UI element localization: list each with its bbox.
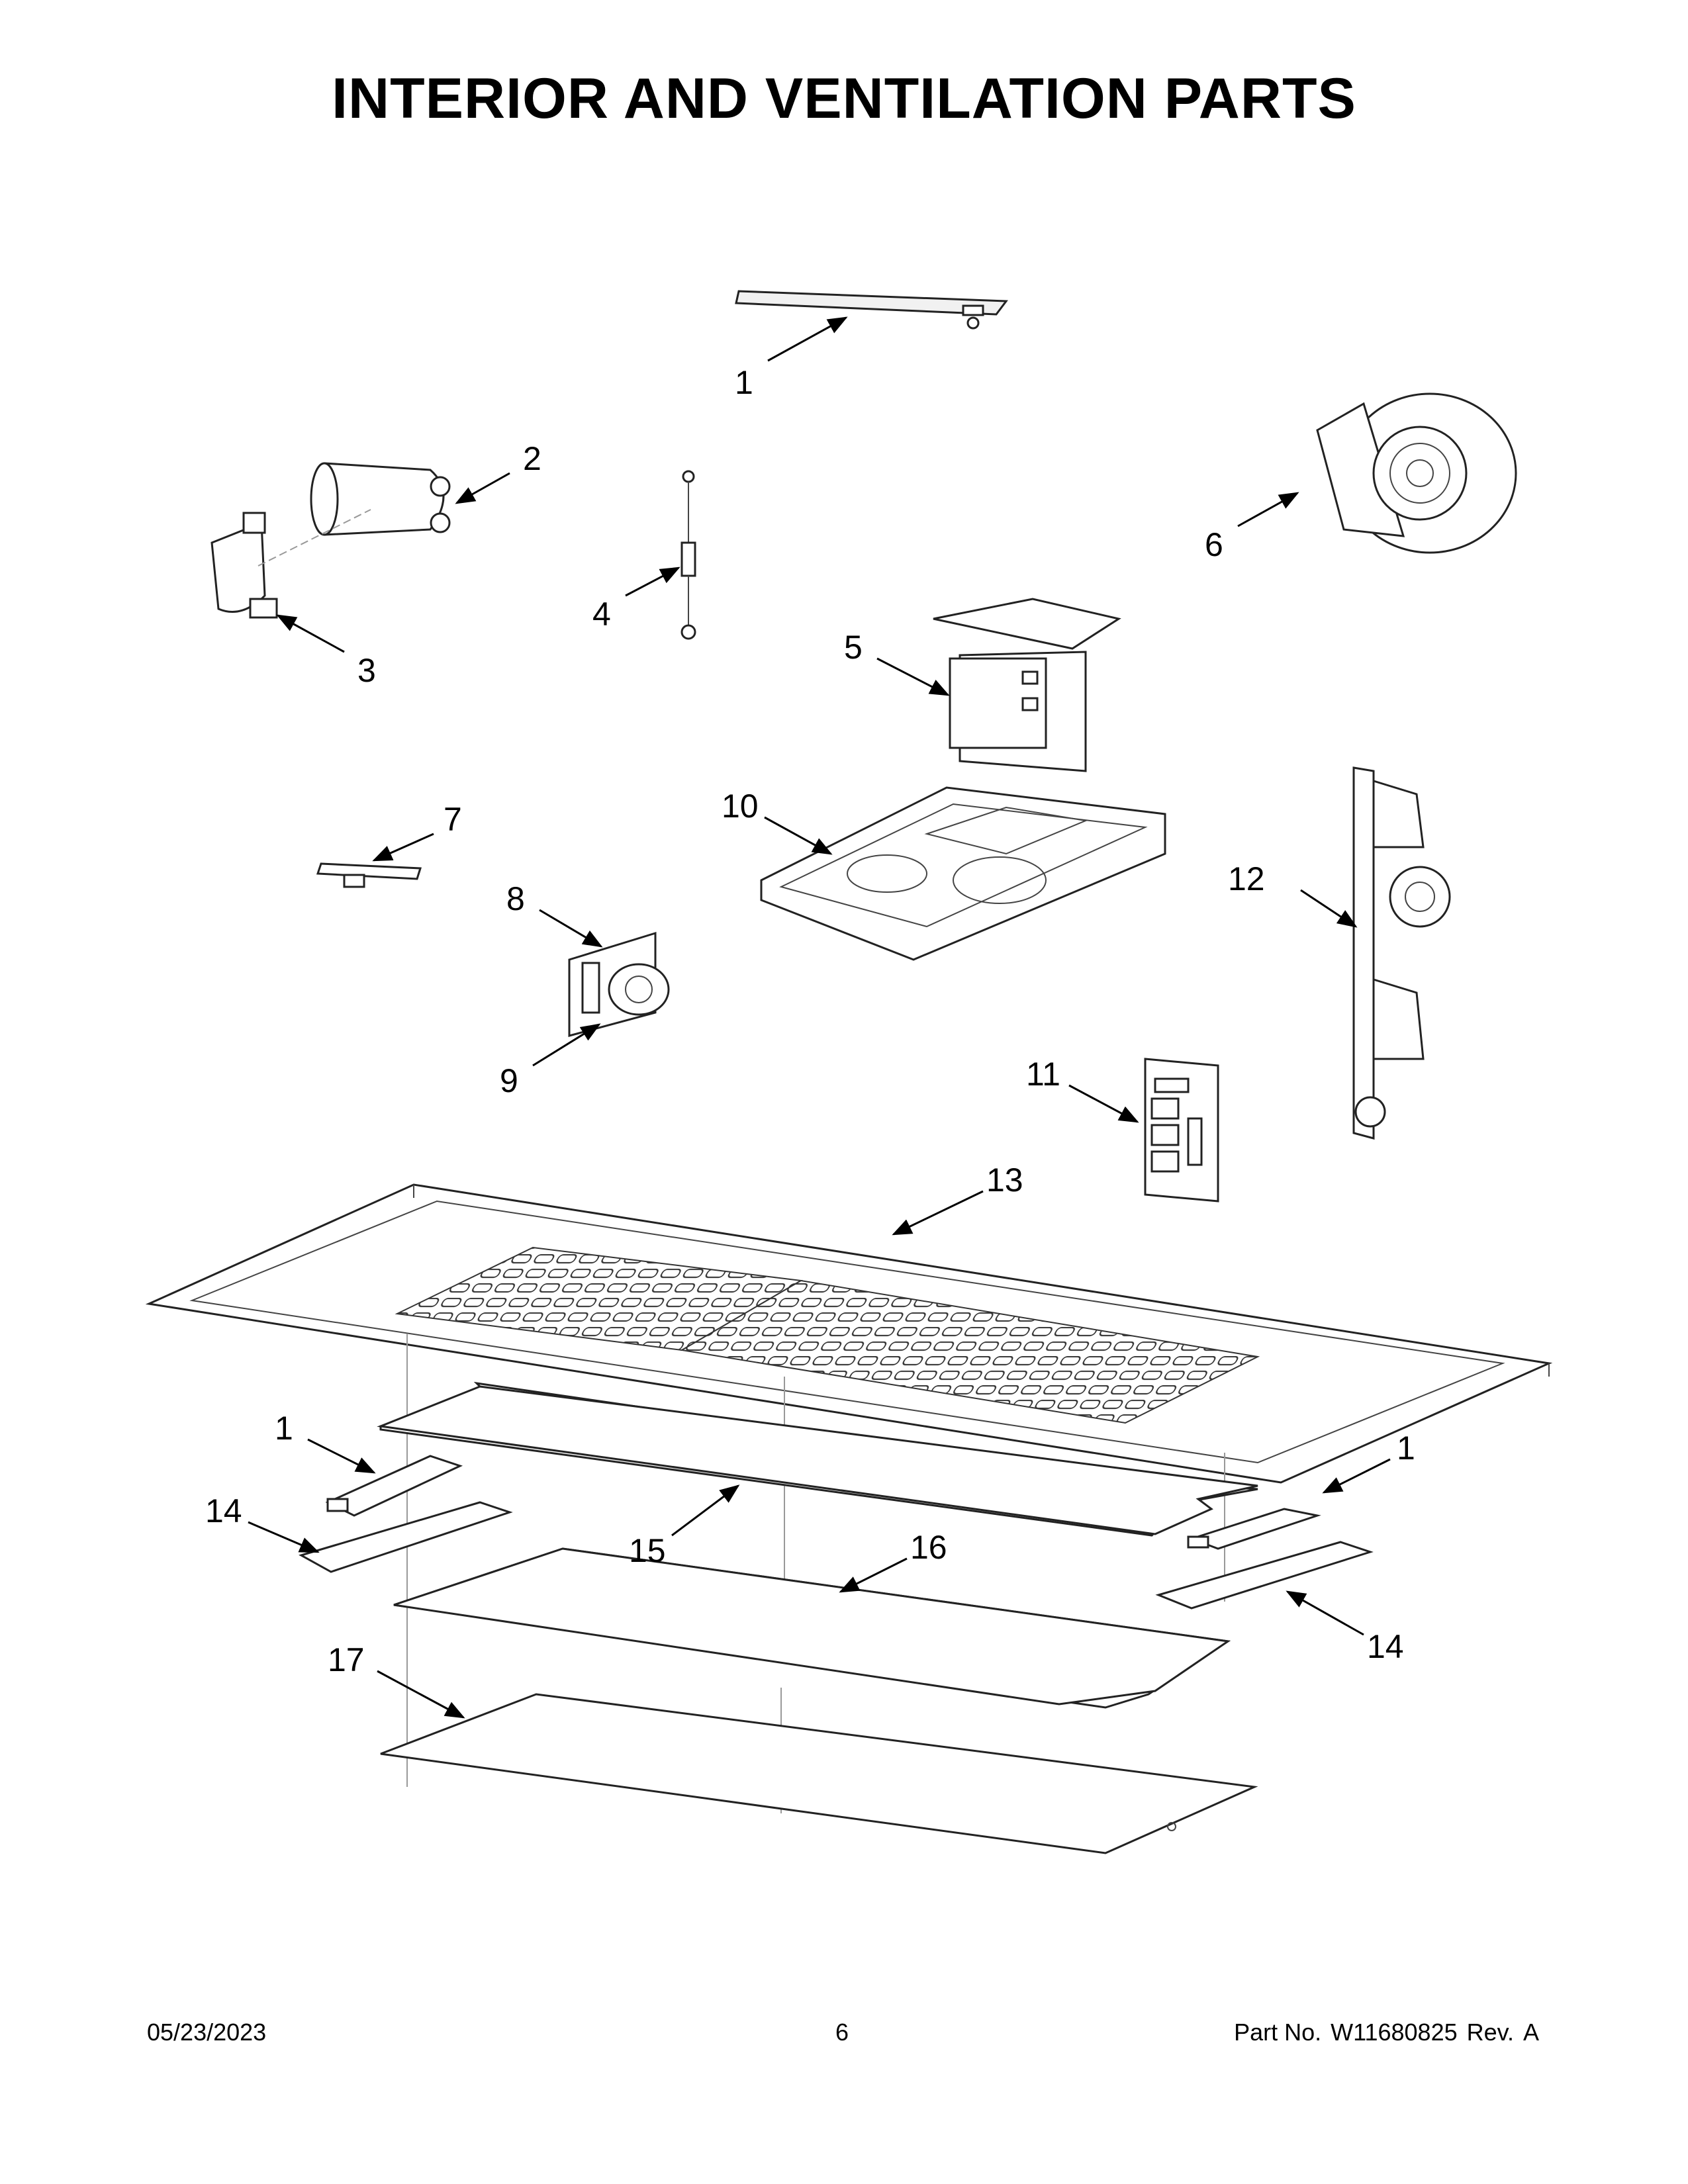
callout-1-right: 1 [1397,1430,1415,1467]
page-title: INTERIOR AND VENTILATION PARTS [332,67,1356,130]
part-10-mounting-plate [760,786,1166,961]
rev-label: Rev. [1466,2019,1514,2046]
callout-17: 17 [328,1641,365,1678]
part-label: Part No. [1234,2019,1322,2046]
callout-14-left: 14 [205,1492,242,1529]
callout-15: 15 [629,1532,666,1569]
callout-11: 11 [1026,1056,1060,1093]
part-8-9-thermostat [568,931,670,1037]
part-7-bracket [316,862,422,888]
part-13-vent-frame [145,1183,1553,1484]
part-4-diode [680,470,696,640]
part-number: W11680825 [1331,2019,1458,2046]
part-14-right-strip [1155,1541,1374,1610]
part-15-filter [377,1381,1258,1537]
callout-12: 12 [1228,860,1265,897]
part-1-right-bracket [1187,1508,1321,1550]
part-1-left-bracket [325,1455,463,1517]
part-6-blower [1316,392,1517,554]
part-2-capacitor [310,462,451,536]
callout-16: 16 [910,1529,947,1566]
footer-page-number: 6 [835,2019,849,2046]
footer-date: 05/23/2023 [147,2019,267,2046]
callout-6: 6 [1205,526,1223,563]
callout-10: 10 [722,788,759,825]
callout-1-top: 1 [735,364,753,401]
callout-8: 8 [506,880,525,917]
footer-part-number: Part No. W11680825 Rev. A [1234,2019,1539,2046]
callout-3: 3 [357,652,376,689]
callout-14-right: 14 [1367,1628,1404,1665]
callout-4: 4 [592,596,611,633]
part-17-bottom-panel [380,1693,1258,1854]
part-3-capacitor-bracket [211,509,371,619]
part-12-interlock-bracket [1352,766,1451,1140]
part-1-top-bracket [735,290,1008,330]
callout-13: 13 [986,1161,1023,1199]
callout-2: 2 [523,440,541,477]
callout-5: 5 [844,629,863,666]
callout-1-left: 1 [275,1410,293,1447]
part-5-transformer [933,598,1121,772]
callout-7: 7 [444,801,462,838]
part-11-control-board [1144,1058,1219,1203]
part-16-panel [393,1547,1231,1709]
part-14-left-strip [299,1501,513,1573]
leader-lines [248,316,1391,1719]
callout-9: 9 [500,1062,518,1099]
callout-labels: 1 2 3 4 5 6 7 8 9 10 11 12 13 1 14 15 16… [205,364,1415,1678]
rev-value: A [1523,2019,1539,2046]
